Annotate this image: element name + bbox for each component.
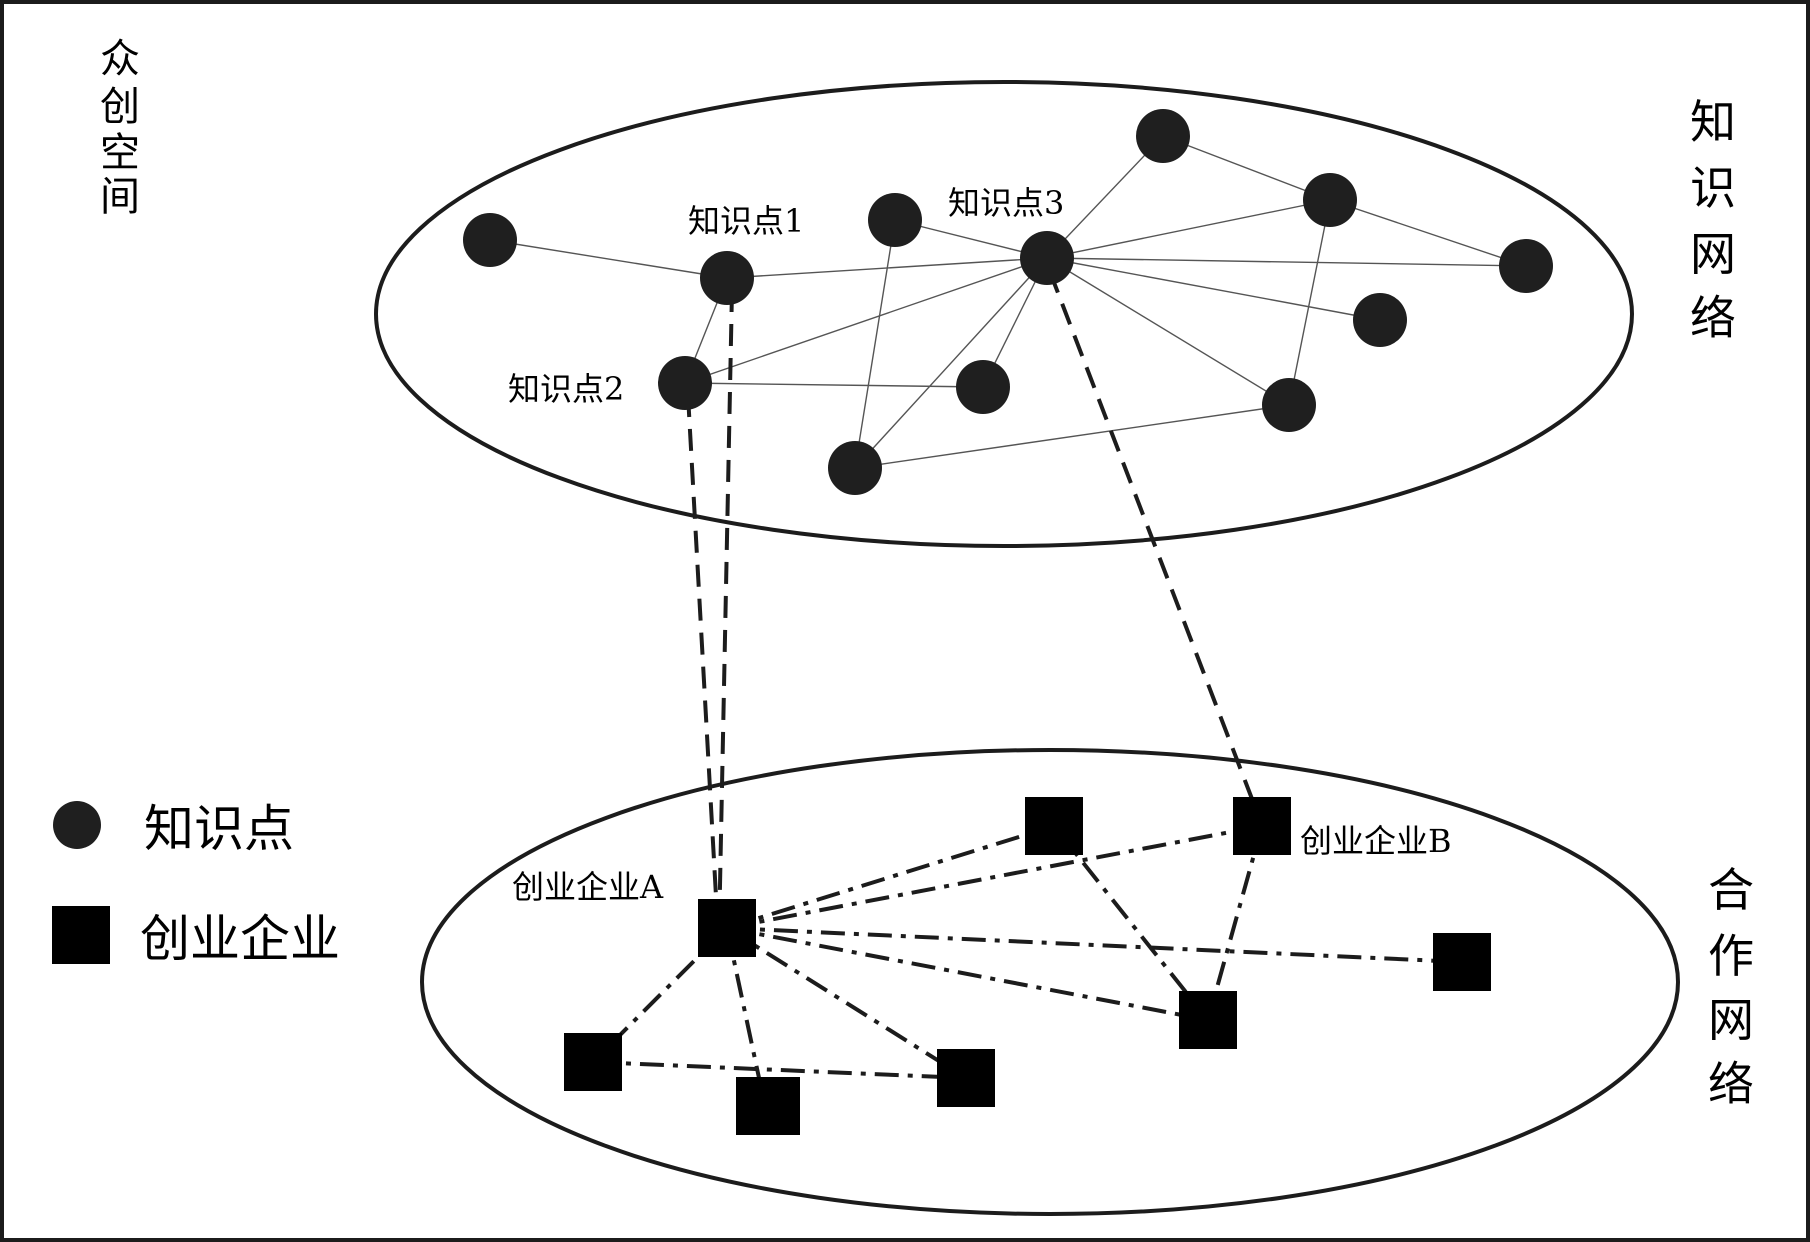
knowledge-edge — [684, 382, 984, 388]
knowledge-node-1 — [700, 251, 754, 305]
knowledge-node — [463, 213, 517, 267]
knowledge-network-label: 知 识 网 络 — [1690, 95, 1736, 345]
knowledge-network-ellipse — [374, 80, 1634, 548]
enterprise-node — [1025, 797, 1083, 855]
knowledge-network-label-char: 络 — [1690, 291, 1736, 345]
space-label-char: 众 — [100, 36, 140, 82]
knowledge-edge — [1046, 257, 1381, 321]
knowledge-node — [1303, 173, 1357, 227]
knowledge-network-label-char: 知 — [1690, 95, 1736, 149]
cooperation-network-label-char: 作 — [1708, 929, 1754, 983]
knowledge-edge — [684, 257, 1048, 384]
legend-knowledge-point-icon — [53, 801, 101, 849]
knowledge-node — [1262, 378, 1316, 432]
knowledge-node — [1136, 109, 1190, 163]
cooperation-link — [1052, 824, 1210, 1022]
cooperation-link — [725, 926, 968, 1080]
knowledge-nodes — [463, 109, 1553, 495]
enterprise-a-label: 创业企业A — [512, 868, 664, 906]
cooperation-link — [1206, 825, 1264, 1021]
knowledge-point-1-label: 知识点1 — [688, 202, 804, 240]
space-label-char: 空 — [100, 130, 140, 176]
cooperation-link — [725, 927, 767, 1107]
cooperation-links — [591, 824, 1463, 1107]
cooperation-network-ellipse — [420, 748, 1680, 1216]
knowledge-node-3 — [1020, 231, 1074, 285]
knowledge-edge — [1288, 199, 1331, 406]
space-label: 众 创 空 间 — [100, 36, 140, 220]
enterprise-b-label: 创业企业B — [1300, 822, 1452, 860]
enterprise-node — [736, 1077, 800, 1135]
cooperation-network-label-char: 络 — [1708, 1057, 1754, 1111]
knowledge-enterprise-links — [686, 271, 1264, 936]
space-label-char: 间 — [100, 174, 140, 220]
knowledge-node — [1353, 293, 1407, 347]
enterprise-node-b — [1233, 797, 1291, 855]
knowledge-edge — [489, 239, 728, 279]
cooperation-link — [592, 1060, 967, 1080]
enterprise-node-a — [698, 899, 756, 957]
legend-enterprise-label: 创业企业 — [140, 910, 340, 968]
knowledge-point-2-label: 知识点2 — [508, 370, 624, 408]
space-label-char: 创 — [100, 84, 140, 130]
legend: 知识点 创业企业 — [52, 800, 340, 968]
enterprise-node — [564, 1033, 622, 1091]
knowledge-node — [868, 193, 922, 247]
cooperation-network-label-char: 合 — [1708, 863, 1754, 917]
enterprise-node — [1433, 933, 1491, 991]
cooperation-network-label-char: 网 — [1708, 993, 1754, 1047]
knowledge-node — [828, 441, 882, 495]
cooperation-link — [726, 824, 1055, 930]
enterprise-node — [1179, 991, 1237, 1049]
knowledge-edge — [1329, 199, 1527, 267]
kp1-enterprise-a-link — [717, 289, 734, 936]
knowledge-edge — [1046, 135, 1164, 259]
cooperation-link — [726, 824, 1263, 930]
knowledge-network-label-char: 识 — [1690, 161, 1736, 215]
legend-knowledge-point-label: 知识点 — [144, 800, 294, 858]
knowledge-edge — [1162, 135, 1331, 201]
kp3-enterprise-b-link — [1048, 271, 1264, 826]
knowledge-point-3-label: 知识点3 — [948, 184, 1064, 222]
cooperation-network-label: 合 作 网 络 — [1708, 863, 1754, 1111]
knowledge-node — [956, 360, 1010, 414]
knowledge-edge — [854, 404, 1290, 469]
knowledge-edge — [1046, 199, 1331, 259]
legend-enterprise-icon — [52, 906, 110, 964]
knowledge-node-2 — [658, 356, 712, 410]
knowledge-edges — [489, 135, 1527, 469]
knowledge-network-label-char: 网 — [1690, 227, 1736, 281]
enterprise-nodes — [564, 797, 1491, 1135]
knowledge-edge — [854, 257, 1048, 469]
knowledge-edge — [1046, 257, 1290, 406]
knowledge-edge — [854, 219, 896, 469]
cooperation-link — [726, 926, 1463, 964]
knowledge-edge — [1046, 257, 1527, 267]
enterprise-node — [937, 1049, 995, 1107]
knowledge-node — [1499, 239, 1553, 293]
kp2-enterprise-a-link — [686, 394, 720, 933]
cooperation-link — [726, 926, 1209, 1022]
